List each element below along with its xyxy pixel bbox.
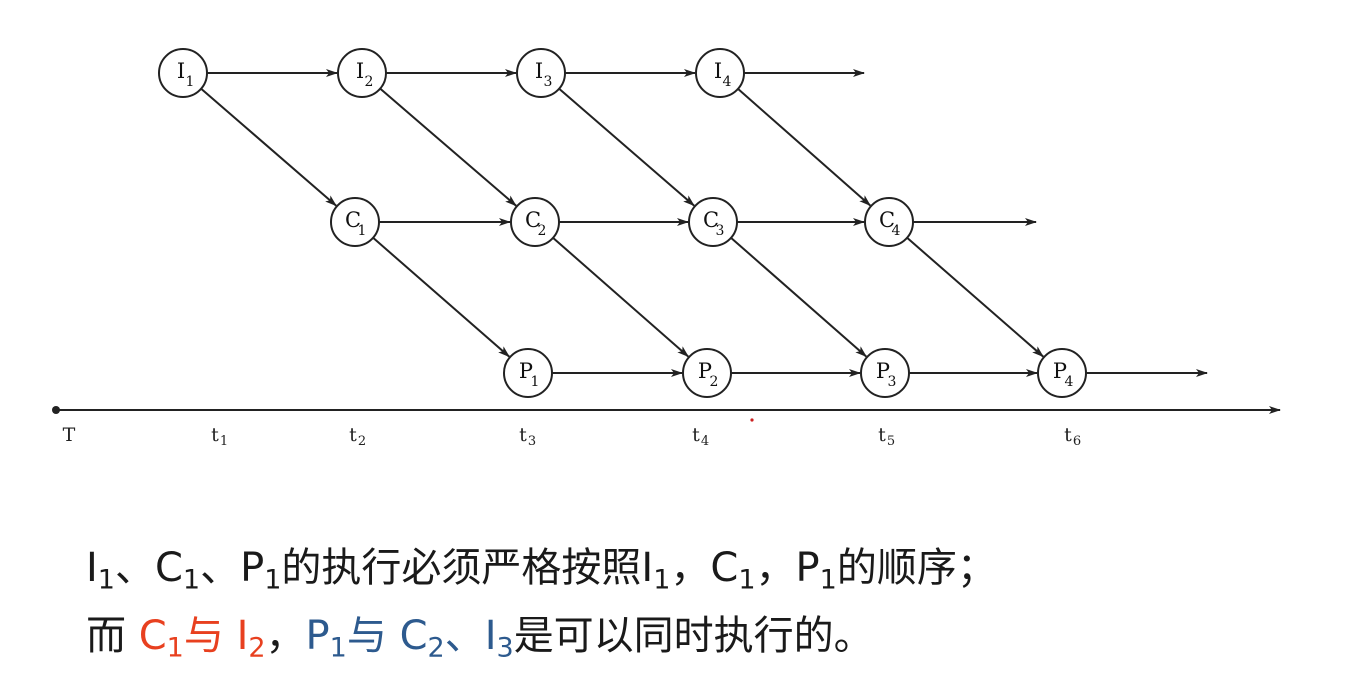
tick-letter: t xyxy=(211,424,219,446)
caption-blue-phrase: P1与 C2、I3 xyxy=(305,613,514,664)
node-label: P xyxy=(698,359,712,383)
node-circle xyxy=(337,48,387,98)
caption-line-2: 而 C1与 I2，P1与 C2、I3是可以同时执行的。 xyxy=(86,613,874,664)
node-circle xyxy=(860,348,910,398)
node-circle xyxy=(688,197,738,247)
node-subscript: 3 xyxy=(716,223,725,239)
caption-red-phrase: C1与 I2 xyxy=(138,613,266,664)
node-circle xyxy=(695,48,745,98)
node-label: I xyxy=(356,59,364,83)
node-circle xyxy=(682,348,732,398)
edge-c1-p1 xyxy=(372,237,510,358)
stray-dot xyxy=(750,418,754,422)
node-circle xyxy=(864,197,914,247)
node-c3: C3 xyxy=(688,197,738,247)
node-p4: P4 xyxy=(1037,348,1087,398)
node-subscript: 1 xyxy=(358,223,367,239)
node-label: I xyxy=(714,59,722,83)
node-label: C xyxy=(703,208,719,232)
tick-subscript: 6 xyxy=(1073,434,1081,449)
node-p1: P1 xyxy=(503,348,553,398)
tick-letter: t xyxy=(1064,424,1072,446)
tick-subscript: 3 xyxy=(528,434,536,449)
axis-origin-dot xyxy=(52,406,60,414)
node-subscript: 4 xyxy=(1065,374,1074,390)
node-subscript: 1 xyxy=(186,74,195,90)
node-c4: C4 xyxy=(864,197,914,247)
edge-i3-c3 xyxy=(558,87,695,207)
edge-i2-c2 xyxy=(379,87,517,207)
node-label: P xyxy=(519,359,533,383)
node-subscript: 2 xyxy=(710,374,719,390)
edges-layer xyxy=(200,69,1208,377)
edge-c2-p2 xyxy=(552,237,689,358)
node-circle xyxy=(510,197,560,247)
tick-subscript: 2 xyxy=(358,434,366,449)
node-label: I xyxy=(177,59,185,83)
tick-letter: t xyxy=(349,424,357,446)
tick-letter: t xyxy=(519,424,527,446)
node-c1: C1 xyxy=(330,197,380,247)
node-label: P xyxy=(876,359,890,383)
node-circle xyxy=(503,348,553,398)
node-label: C xyxy=(879,208,895,232)
node-subscript: 2 xyxy=(365,74,374,90)
node-subscript: 2 xyxy=(538,223,547,239)
tick-subscript: 4 xyxy=(701,434,709,449)
edge-i4-c4 xyxy=(737,88,871,207)
node-subscript: 3 xyxy=(544,74,553,90)
node-subscript: 4 xyxy=(892,223,901,239)
node-p3: P3 xyxy=(860,348,910,398)
node-c2: C2 xyxy=(510,197,560,247)
tick-letter: t xyxy=(692,424,700,446)
node-circle xyxy=(158,48,208,98)
node-subscript: 1 xyxy=(531,374,540,390)
caption-line-1: I1、C1、P1的执行必须严格按照I1，C1，P1的顺序； xyxy=(86,545,997,596)
node-label: P xyxy=(1053,359,1067,383)
node-circle xyxy=(1037,348,1087,398)
tick-subscript: 5 xyxy=(887,434,895,449)
tick-subscript: 1 xyxy=(220,434,228,449)
node-label: C xyxy=(525,208,541,232)
tick-letter: t xyxy=(878,424,886,446)
node-circle xyxy=(516,48,566,98)
node-circle xyxy=(330,197,380,247)
node-subscript: 3 xyxy=(888,374,897,390)
edge-c4-p4 xyxy=(906,237,1044,358)
edge-i1-c1 xyxy=(200,87,337,207)
node-label: I xyxy=(535,59,543,83)
axis-origin-label: T xyxy=(63,424,76,446)
edge-c3-p3 xyxy=(730,237,867,358)
node-p2: P2 xyxy=(682,348,732,398)
node-label: C xyxy=(345,208,361,232)
node-subscript: 4 xyxy=(723,74,732,90)
